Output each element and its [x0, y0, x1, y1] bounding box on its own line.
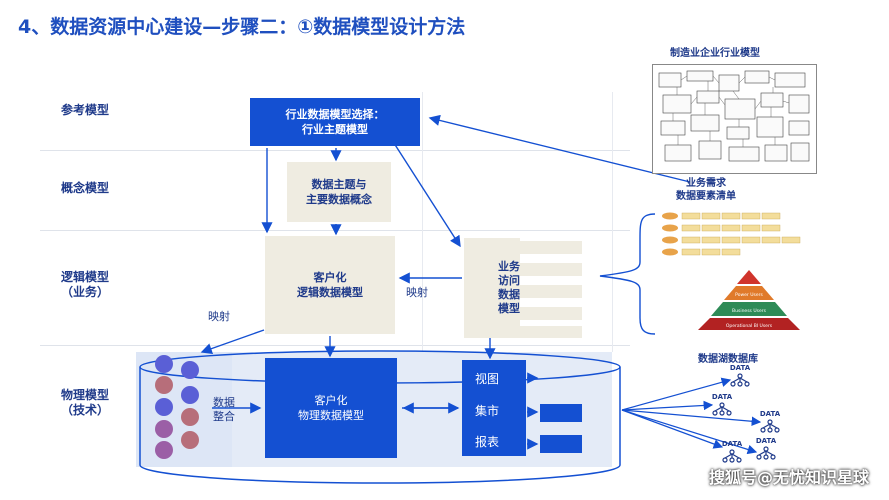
integration-label: 数据 整合 [213, 396, 235, 424]
report-target-block [540, 435, 582, 453]
level-physical: 物理模型 （技术） [40, 388, 130, 418]
mapping-label-left: 映射 [208, 310, 230, 323]
output-report: 报表 [475, 435, 500, 449]
subject-area-box: 数据主题与主要数据概念 [287, 162, 391, 222]
access-model-stripe [464, 238, 520, 338]
requirements-list [660, 210, 810, 260]
level-logical-line2: （业务） [60, 285, 109, 299]
network-icon [756, 446, 776, 460]
data-lake-icon: DATA [758, 410, 782, 437]
data-lake-icon: DATA [754, 437, 778, 464]
data-lake-icon: DATA [710, 393, 734, 420]
custom-logical-line2: 逻辑数据模型 [297, 286, 363, 299]
grid-line [612, 92, 613, 352]
industry-model-box: 行业数据模型选择： 行业主题模型 [250, 98, 420, 146]
access-model-label: 业务访问数据模型 [484, 250, 534, 326]
network-icon [760, 419, 780, 433]
network-icon [722, 449, 742, 463]
pyramid-bottom-label: Operational BI Users [726, 323, 773, 329]
access-model-stripe [520, 263, 582, 276]
data-lake-arrows [621, 377, 762, 455]
pyramid-top-label: Power Users [735, 292, 763, 298]
requirements-line2: 数据要素清单 [676, 191, 736, 202]
mart-target-block [540, 404, 582, 422]
access-line2: 访问 [498, 274, 520, 287]
watermark: 搜狐号@无忧知识星球 [708, 468, 869, 487]
page-title: 4、数据资源中心建设—步骤二：①数据模型设计方法 [18, 16, 466, 38]
access-model-stripe [520, 241, 582, 254]
data-icon-label: DATA [759, 410, 781, 418]
data-lake-title: 数据湖数据库 [698, 354, 758, 365]
user-pyramid: Power Users Business Users Operational B… [698, 270, 800, 330]
level-reference: 参考模型 [60, 103, 109, 117]
requirements-list-graphic [662, 212, 801, 256]
flow-arrows [200, 114, 691, 450]
mapping-label-right: 映射 [406, 286, 428, 299]
grid-line [422, 92, 423, 352]
access-model-group: 业务访问数据模型 [464, 238, 582, 338]
integration-line2: 整合 [213, 410, 235, 423]
access-line4: 模型 [498, 302, 520, 315]
data-lake-icon: DATA [728, 364, 752, 391]
manufacturing-model-thumbnail [652, 64, 817, 174]
data-icon-label: DATA [729, 364, 751, 372]
subject-area-line1: 数据主题与 [311, 178, 367, 191]
custom-physical-line2: 物理数据模型 [298, 409, 364, 422]
grid-line [40, 345, 630, 346]
access-model-stripe [520, 326, 582, 338]
level-physical-line2: （技术） [60, 403, 109, 417]
access-line1: 业务 [498, 260, 520, 273]
data-lake-icon: DATA [720, 440, 744, 467]
level-concept: 概念模型 [60, 181, 109, 195]
output-view: 视图 [475, 372, 500, 386]
requirements-brace [599, 213, 656, 335]
level-logical-line1: 逻辑模型 [60, 270, 109, 284]
output-mart: 集市 [475, 404, 500, 418]
level-logical: 逻辑模型 （业务） [40, 270, 130, 300]
data-icon-label: DATA [721, 440, 743, 448]
requirements-line1: 业务需求 [686, 178, 726, 189]
industry-model-line2: 行业主题模型 [302, 123, 368, 136]
pyramid-mid-label: Business Users [732, 308, 767, 314]
access-line3: 数据 [498, 288, 520, 301]
model-schematic-icon [658, 70, 810, 162]
data-icon-label: DATA [711, 393, 733, 401]
manufacturing-model-title: 制造业企业行业模型 [670, 48, 760, 59]
level-physical-line1: 物理模型 [60, 388, 109, 402]
output-box: 视图 集市 报表 [462, 360, 526, 456]
data-icon-label: DATA [755, 437, 777, 445]
subject-area-line2: 主要数据概念 [306, 193, 372, 206]
network-icon [712, 402, 732, 416]
network-icon [730, 373, 750, 387]
requirements-title: 业务需求 数据要素清单 [676, 177, 736, 203]
access-model-stripe [520, 307, 582, 320]
custom-physical-line1: 客户化 [314, 394, 348, 407]
industry-model-line1: 行业数据模型选择： [285, 108, 385, 121]
custom-logical-model-box: 客户化逻辑数据模型 [265, 236, 395, 334]
integration-line1: 数据 [213, 396, 235, 409]
access-model-stripe [520, 285, 582, 298]
custom-logical-line1: 客户化 [313, 271, 347, 284]
custom-physical-model-box: 客户化物理数据模型 [265, 358, 397, 458]
source-data-circles [155, 355, 199, 459]
